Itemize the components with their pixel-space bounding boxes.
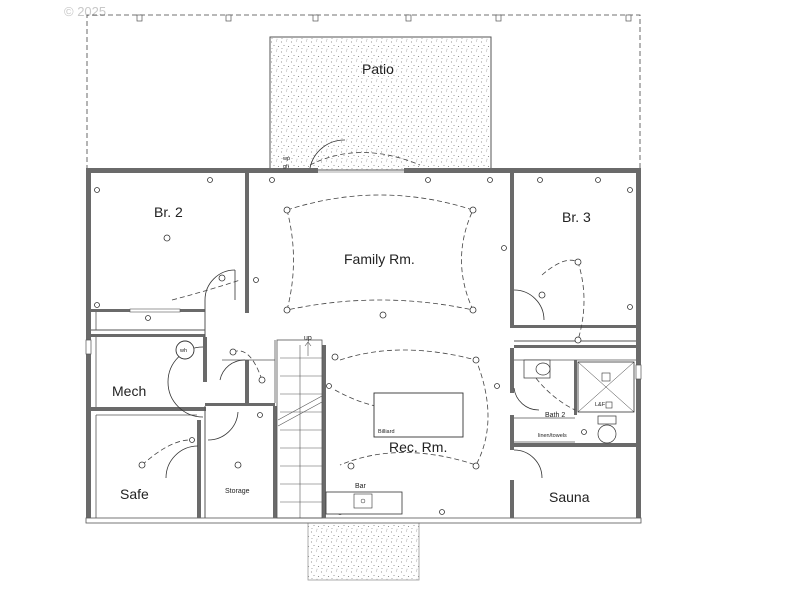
interior-walls (85, 173, 642, 518)
room-label-storage: Storage (225, 488, 250, 495)
room-label-patio: Patio (362, 61, 394, 77)
room-label-sauna: Sauna (549, 489, 590, 505)
lf-label: L&F (595, 402, 606, 408)
water-heater-label: wh (179, 348, 187, 354)
billiard-label: Billiard (378, 429, 395, 435)
room-label-rec: Rec. Rm. (389, 439, 447, 455)
room-label-bath2: Bath 2 (545, 412, 565, 419)
patio (269, 36, 492, 171)
linen-label: linen/towels (538, 433, 567, 439)
deck-outline (86, 14, 641, 170)
watermark: © 2025 (64, 4, 106, 19)
doors (165, 139, 545, 479)
stairs-up-label: up (304, 335, 312, 342)
room-label-safe: Safe (120, 486, 149, 502)
fixtures (94, 177, 633, 515)
wp-label: wp (282, 156, 290, 162)
billiard-table (373, 392, 464, 438)
water-heater (175, 340, 195, 360)
bar-label: Bar (355, 483, 367, 490)
room-label-family: Family Rm. (344, 251, 415, 267)
room-label-mech: Mech (112, 383, 146, 399)
room-label-br2: Br. 2 (154, 204, 183, 220)
lower-pad (307, 521, 420, 581)
room-label-br3: Br. 3 (562, 209, 591, 225)
bath-fixtures (523, 359, 635, 444)
stairs (276, 339, 323, 519)
gfi-label: gfi (283, 164, 289, 170)
